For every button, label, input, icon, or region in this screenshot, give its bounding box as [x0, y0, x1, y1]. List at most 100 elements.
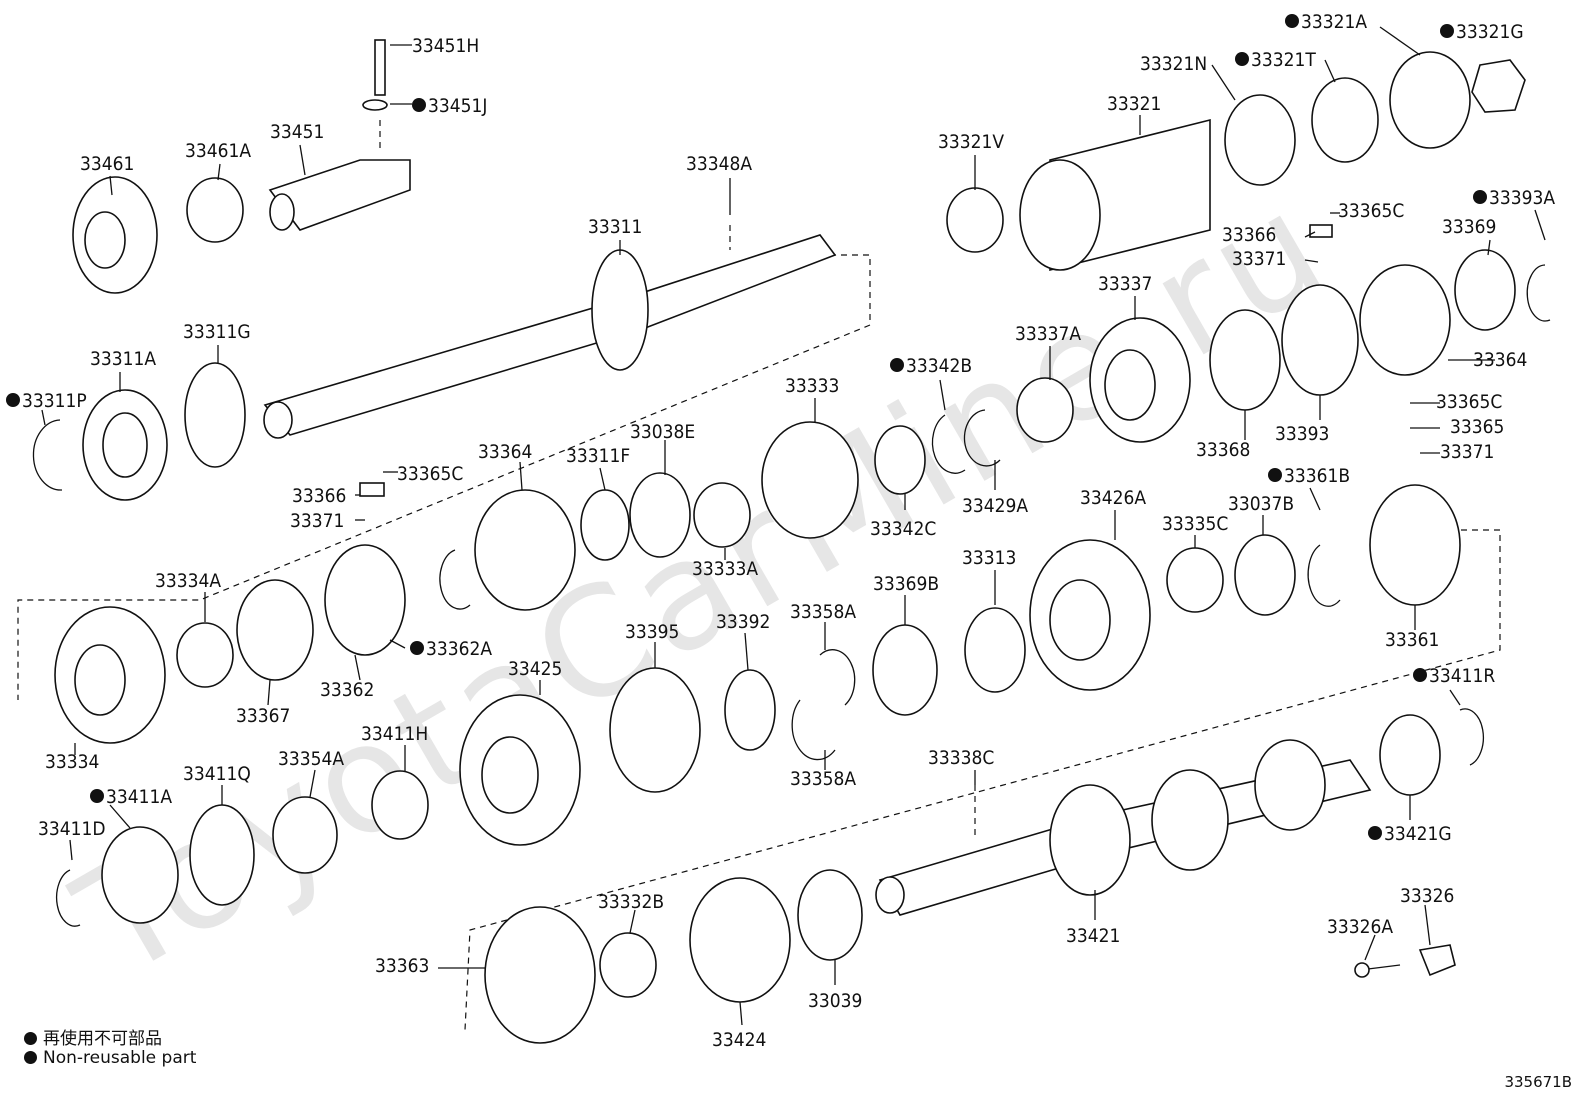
part-label-33358a-a[interactable]: 33358A — [790, 601, 856, 623]
part-label-33365c-b[interactable]: 33365C — [1436, 391, 1502, 413]
part-label-33334a[interactable]: 33334A — [155, 570, 221, 592]
part-label-33424[interactable]: 33424 — [712, 1029, 766, 1051]
part-label-33421g[interactable]: 33421G — [1384, 823, 1452, 845]
bearing-33411A — [101, 826, 179, 924]
gear-33424 — [689, 877, 791, 1003]
part-label-33333a[interactable]: 33333A — [692, 558, 758, 580]
part-label-33392[interactable]: 33392 — [716, 611, 770, 633]
part-label-33342b[interactable]: 33342B — [906, 355, 972, 377]
part-label-33332b[interactable]: 33332B — [598, 891, 664, 913]
part-label-33361b[interactable]: 33361B — [1284, 465, 1350, 487]
part-label-33311p[interactable]: 33311P — [22, 390, 87, 412]
non-reusable-dot-icon — [412, 98, 426, 112]
part-label-33326a[interactable]: 33326A — [1327, 916, 1393, 938]
part-label-33411h[interactable]: 33411H — [361, 723, 428, 745]
part-label-33311a[interactable]: 33311A — [90, 348, 156, 370]
clip-33361B — [1307, 544, 1341, 607]
gear-33313 — [964, 607, 1026, 693]
bearing-33337A — [1016, 377, 1074, 443]
part-label-33348a[interactable]: 33348A — [686, 153, 752, 175]
part-label-33335c[interactable]: 33335C — [1162, 513, 1228, 535]
part-label-33366-a[interactable]: 33366 — [1222, 224, 1276, 246]
part-label-33451[interactable]: 33451 — [270, 121, 324, 143]
ring-33392 — [724, 669, 776, 751]
leader-lines — [41, 26, 1546, 1026]
part-label-33321v[interactable]: 33321V — [938, 131, 1004, 153]
part-label-33393[interactable]: 33393 — [1275, 423, 1329, 445]
part-label-33039[interactable]: 33039 — [808, 990, 862, 1012]
ring-33037B — [1234, 534, 1296, 616]
part-label-33369b[interactable]: 33369B — [873, 573, 939, 595]
part-label-33361[interactable]: 33361 — [1385, 629, 1439, 651]
part-label-33365[interactable]: 33365 — [1450, 416, 1504, 438]
legend-text-japanese: 再使用不可部品 — [43, 1029, 162, 1049]
part-label-33321a[interactable]: 33321A — [1301, 11, 1367, 33]
part-label-33363[interactable]: 33363 — [375, 955, 429, 977]
part-label-33311g[interactable]: 33311G — [183, 321, 251, 343]
part-label-33364-b[interactable]: 33364 — [478, 441, 532, 463]
part-label-33321g[interactable]: 33321G — [1456, 21, 1524, 43]
part-label-33429a[interactable]: 33429A — [962, 495, 1028, 517]
bearing-33421G — [1379, 714, 1441, 796]
part-label-33321[interactable]: 33321 — [1107, 93, 1161, 115]
part-label-33425[interactable]: 33425 — [508, 658, 562, 680]
part-label-33371-c[interactable]: 33371 — [290, 510, 344, 532]
part-label-33367[interactable]: 33367 — [236, 705, 290, 727]
part-label-33358a-b[interactable]: 33358A — [790, 768, 856, 790]
part-label-33321n[interactable]: 33321N — [1140, 53, 1207, 75]
part-label-33421[interactable]: 33421 — [1066, 925, 1120, 947]
part-label-33411q[interactable]: 33411Q — [183, 763, 251, 785]
part-label-33411a[interactable]: 33411A — [106, 786, 172, 808]
part-label-33362a[interactable]: 33362A — [426, 638, 492, 660]
part-label-33362[interactable]: 33362 — [320, 679, 374, 701]
part-label-33451h[interactable]: 33451H — [412, 35, 479, 57]
ring-33369B — [872, 624, 938, 716]
part-label-33321t[interactable]: 33321T — [1251, 49, 1316, 71]
part-label-33311[interactable]: 33311 — [588, 216, 642, 238]
ring-33342C — [874, 425, 926, 495]
legend-text-english: Non-reusable part — [43, 1048, 197, 1068]
collar-33354A — [272, 796, 338, 874]
part-label-33311f[interactable]: 33311F — [566, 445, 630, 467]
clip-33311P — [32, 419, 63, 491]
group-outlines — [17, 120, 1501, 1031]
bearing-33411H — [371, 770, 429, 840]
part-label-33371-b[interactable]: 33371 — [1440, 441, 1494, 463]
bearing-33335C — [1166, 547, 1224, 613]
part-label-33354a[interactable]: 33354A — [278, 748, 344, 770]
part-label-33369[interactable]: 33369 — [1442, 216, 1496, 238]
part-label-33461a[interactable]: 33461A — [185, 140, 251, 162]
plate-33326 — [1418, 944, 1456, 977]
part-label-33426a[interactable]: 33426A — [1080, 487, 1146, 509]
part-label-33342c[interactable]: 33342C — [870, 518, 936, 540]
non-reusable-dot-icon — [1285, 14, 1299, 28]
part-label-33371-a[interactable]: 33371 — [1232, 248, 1286, 270]
part-label-33337a[interactable]: 33337A — [1015, 323, 1081, 345]
part-label-33365c-a[interactable]: 33365C — [1338, 200, 1404, 222]
part-label-33038e[interactable]: 33038E — [630, 421, 695, 443]
part-label-33037b[interactable]: 33037B — [1228, 493, 1294, 515]
part-label-33411r[interactable]: 33411R — [1429, 665, 1495, 687]
part-label-33326[interactable]: 33326 — [1400, 885, 1454, 907]
part-label-33368[interactable]: 33368 — [1196, 439, 1250, 461]
gear-33333 — [761, 421, 859, 539]
part-label-33411d[interactable]: 33411D — [38, 818, 106, 840]
part-label-33395[interactable]: 33395 — [625, 621, 679, 643]
part-label-33313[interactable]: 33313 — [962, 547, 1016, 569]
ring-33038E — [629, 472, 691, 558]
part-label-33393a[interactable]: 33393A — [1489, 187, 1555, 209]
part-label-33334[interactable]: 33334 — [45, 751, 99, 773]
part-label-33451j[interactable]: 33451J — [428, 95, 487, 117]
non-reusable-dot-icon — [1268, 468, 1282, 482]
part-label-33337[interactable]: 33337 — [1098, 273, 1152, 295]
part-label-33338c[interactable]: 33338C — [928, 747, 994, 769]
bolt-33451H — [374, 39, 386, 96]
ring-33369 — [1454, 249, 1516, 331]
part-label-33365c-c[interactable]: 33365C — [397, 463, 463, 485]
part-label-33461[interactable]: 33461 — [80, 153, 134, 175]
washer-33451J — [362, 99, 388, 111]
part-label-33364-a[interactable]: 33364 — [1473, 349, 1527, 371]
ring-33411Q — [189, 804, 255, 906]
part-label-33366-b[interactable]: 33366 — [292, 485, 346, 507]
part-label-33333[interactable]: 33333 — [785, 375, 839, 397]
